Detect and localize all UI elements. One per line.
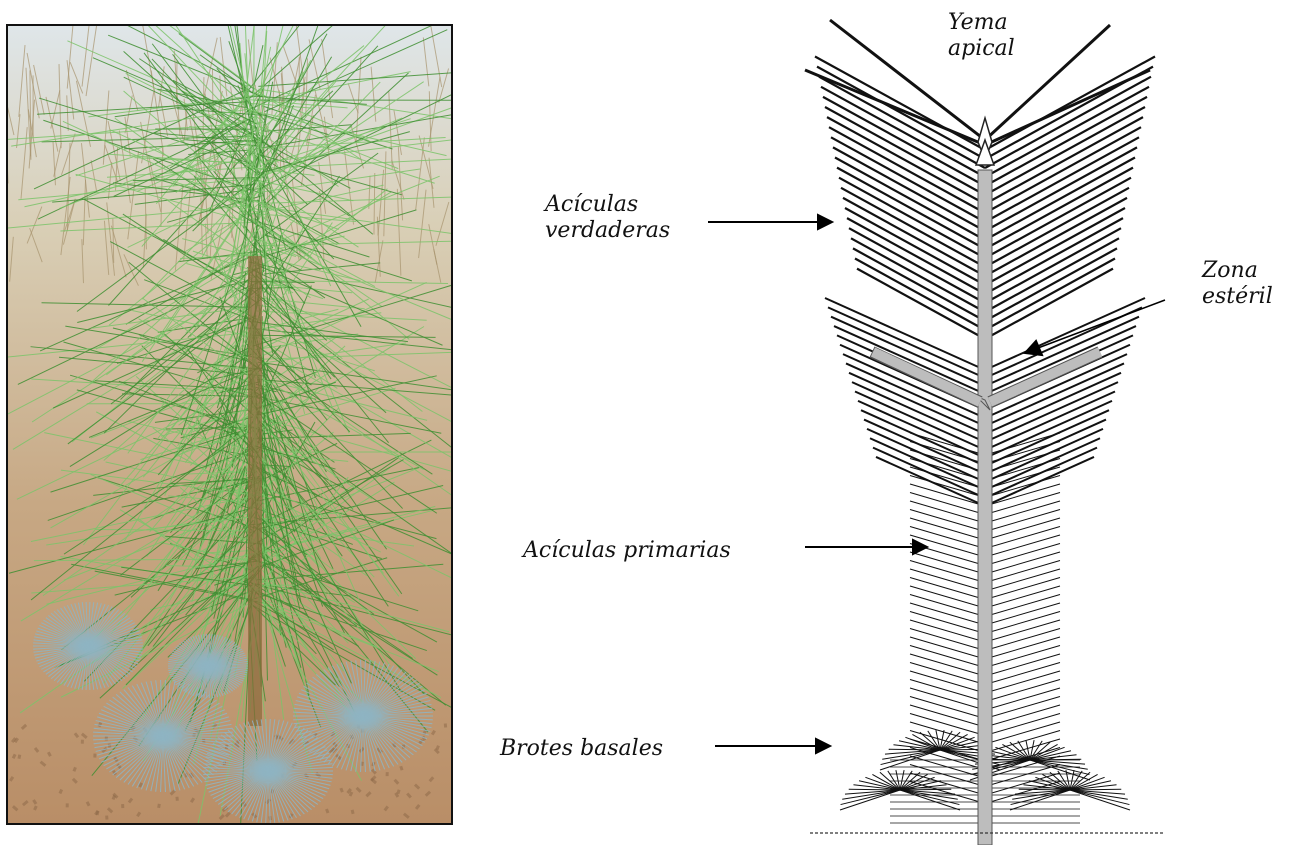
seedling-diagram: Yemaapical Acículasverdaderas Zonaestéri… (460, 0, 1302, 845)
seedling-schematic (460, 0, 1302, 845)
label-zona-esteril: Zonaestéril (1202, 258, 1273, 310)
main-stem (978, 170, 992, 845)
pine-seedling-photo (6, 24, 453, 825)
pine-seedling-illustration (8, 26, 451, 823)
label-aciculas-verdaderas: Acículasverdaderas (545, 192, 670, 244)
label-yema-apical: Yemaapical (948, 10, 1015, 62)
seedling-trunk (248, 256, 262, 726)
label-brotes-basales: Brotes basales (500, 736, 663, 762)
label-aciculas-primarias: Acículas primarias (523, 538, 731, 564)
